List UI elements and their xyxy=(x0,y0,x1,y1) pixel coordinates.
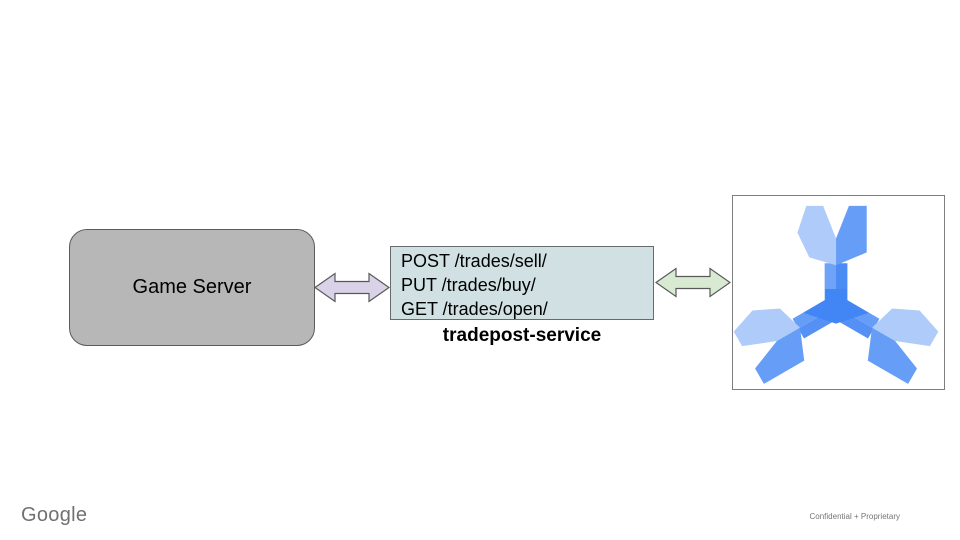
wrench-head-light-face xyxy=(872,308,939,347)
wrench-head-medium-face xyxy=(755,327,805,384)
spanner-arm-lower-right xyxy=(823,293,939,384)
service-name-label: tradepost-service xyxy=(442,325,602,346)
google-logo: Google xyxy=(21,504,88,526)
spanner-center-junction xyxy=(803,289,869,324)
endpoint-line: PUT /trades/buy/ xyxy=(401,275,536,295)
cloud-spanner-icon xyxy=(733,205,939,384)
wrench-head-medium-face xyxy=(836,205,867,266)
wrench-head-light-face xyxy=(733,308,801,347)
endpoint-line: GET /trades/open/ xyxy=(401,299,548,319)
bidirectional-arrow-left xyxy=(314,272,390,303)
service-endpoints-box: POST /trades/sell/ PUT /trades/buy/ GET … xyxy=(390,246,654,320)
arrow-left-shape xyxy=(314,272,390,303)
game-server-label: Game Server xyxy=(132,276,252,298)
arrow-right-shape xyxy=(655,267,731,298)
confidential-note: Confidential + Proprietary xyxy=(809,512,901,521)
wrench-head-medium-face xyxy=(867,327,918,384)
wrench-head-light-face xyxy=(797,205,837,266)
bidirectional-arrow-right xyxy=(655,267,731,298)
endpoint-line: POST /trades/sell/ xyxy=(401,251,547,271)
game-server-box: Game Server xyxy=(69,229,315,346)
spanner-logo-box xyxy=(732,195,945,390)
